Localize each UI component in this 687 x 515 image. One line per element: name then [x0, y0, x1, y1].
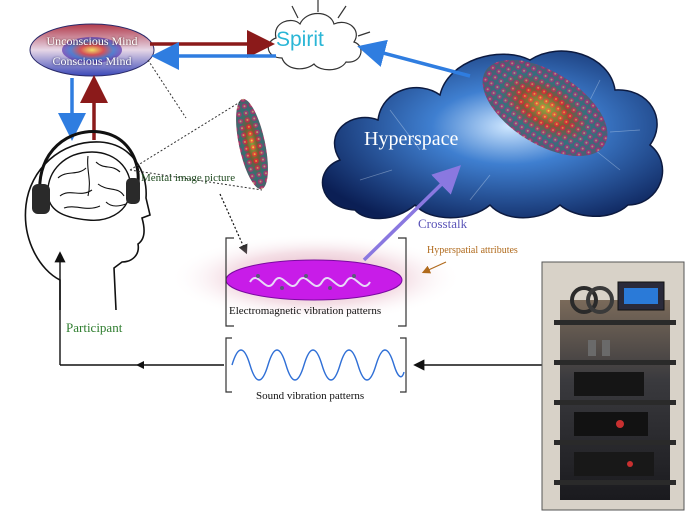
arrow-head-mid — [136, 361, 144, 369]
arrow-hyperspace-to-spirit — [357, 39, 471, 78]
hyperspatial-attributes-label: Hyperspatial attributes — [427, 245, 518, 256]
mental-image-label: Mental image picture — [141, 172, 236, 184]
spirit-label: Spirit — [276, 28, 324, 51]
mental-image-dotted-lines — [129, 59, 263, 191]
em-bracket-right — [398, 237, 407, 327]
sound-bracket-left — [225, 337, 232, 393]
unconscious-mind-label: Unconscious Mind — [46, 34, 138, 48]
hyperspace-label: Hyperspace — [364, 128, 459, 150]
sound-bracket-right — [400, 337, 407, 393]
arrow-hyperspatial-attributes — [421, 261, 447, 274]
arrow-crosstalk — [362, 165, 462, 262]
sound-patterns-label: Sound vibration patterns — [256, 390, 365, 402]
participant-head — [24, 130, 151, 311]
crosstalk-label: Crosstalk — [418, 216, 468, 231]
sound-wave — [231, 349, 405, 381]
spirit-cloud — [267, 0, 371, 71]
conscious-mind-label: Conscious Mind — [52, 54, 132, 68]
mind-ellipse — [29, 23, 155, 77]
em-ellipse — [225, 259, 403, 301]
em-patterns-label: Electromagnetic vibration patterns — [229, 305, 382, 317]
participant-label: Participant — [66, 320, 123, 335]
mental-image-spindle — [236, 98, 268, 190]
em-bracket-left — [225, 237, 234, 327]
audio-equipment-photo — [541, 261, 685, 511]
hyperspace-fractal-image — [482, 59, 608, 157]
